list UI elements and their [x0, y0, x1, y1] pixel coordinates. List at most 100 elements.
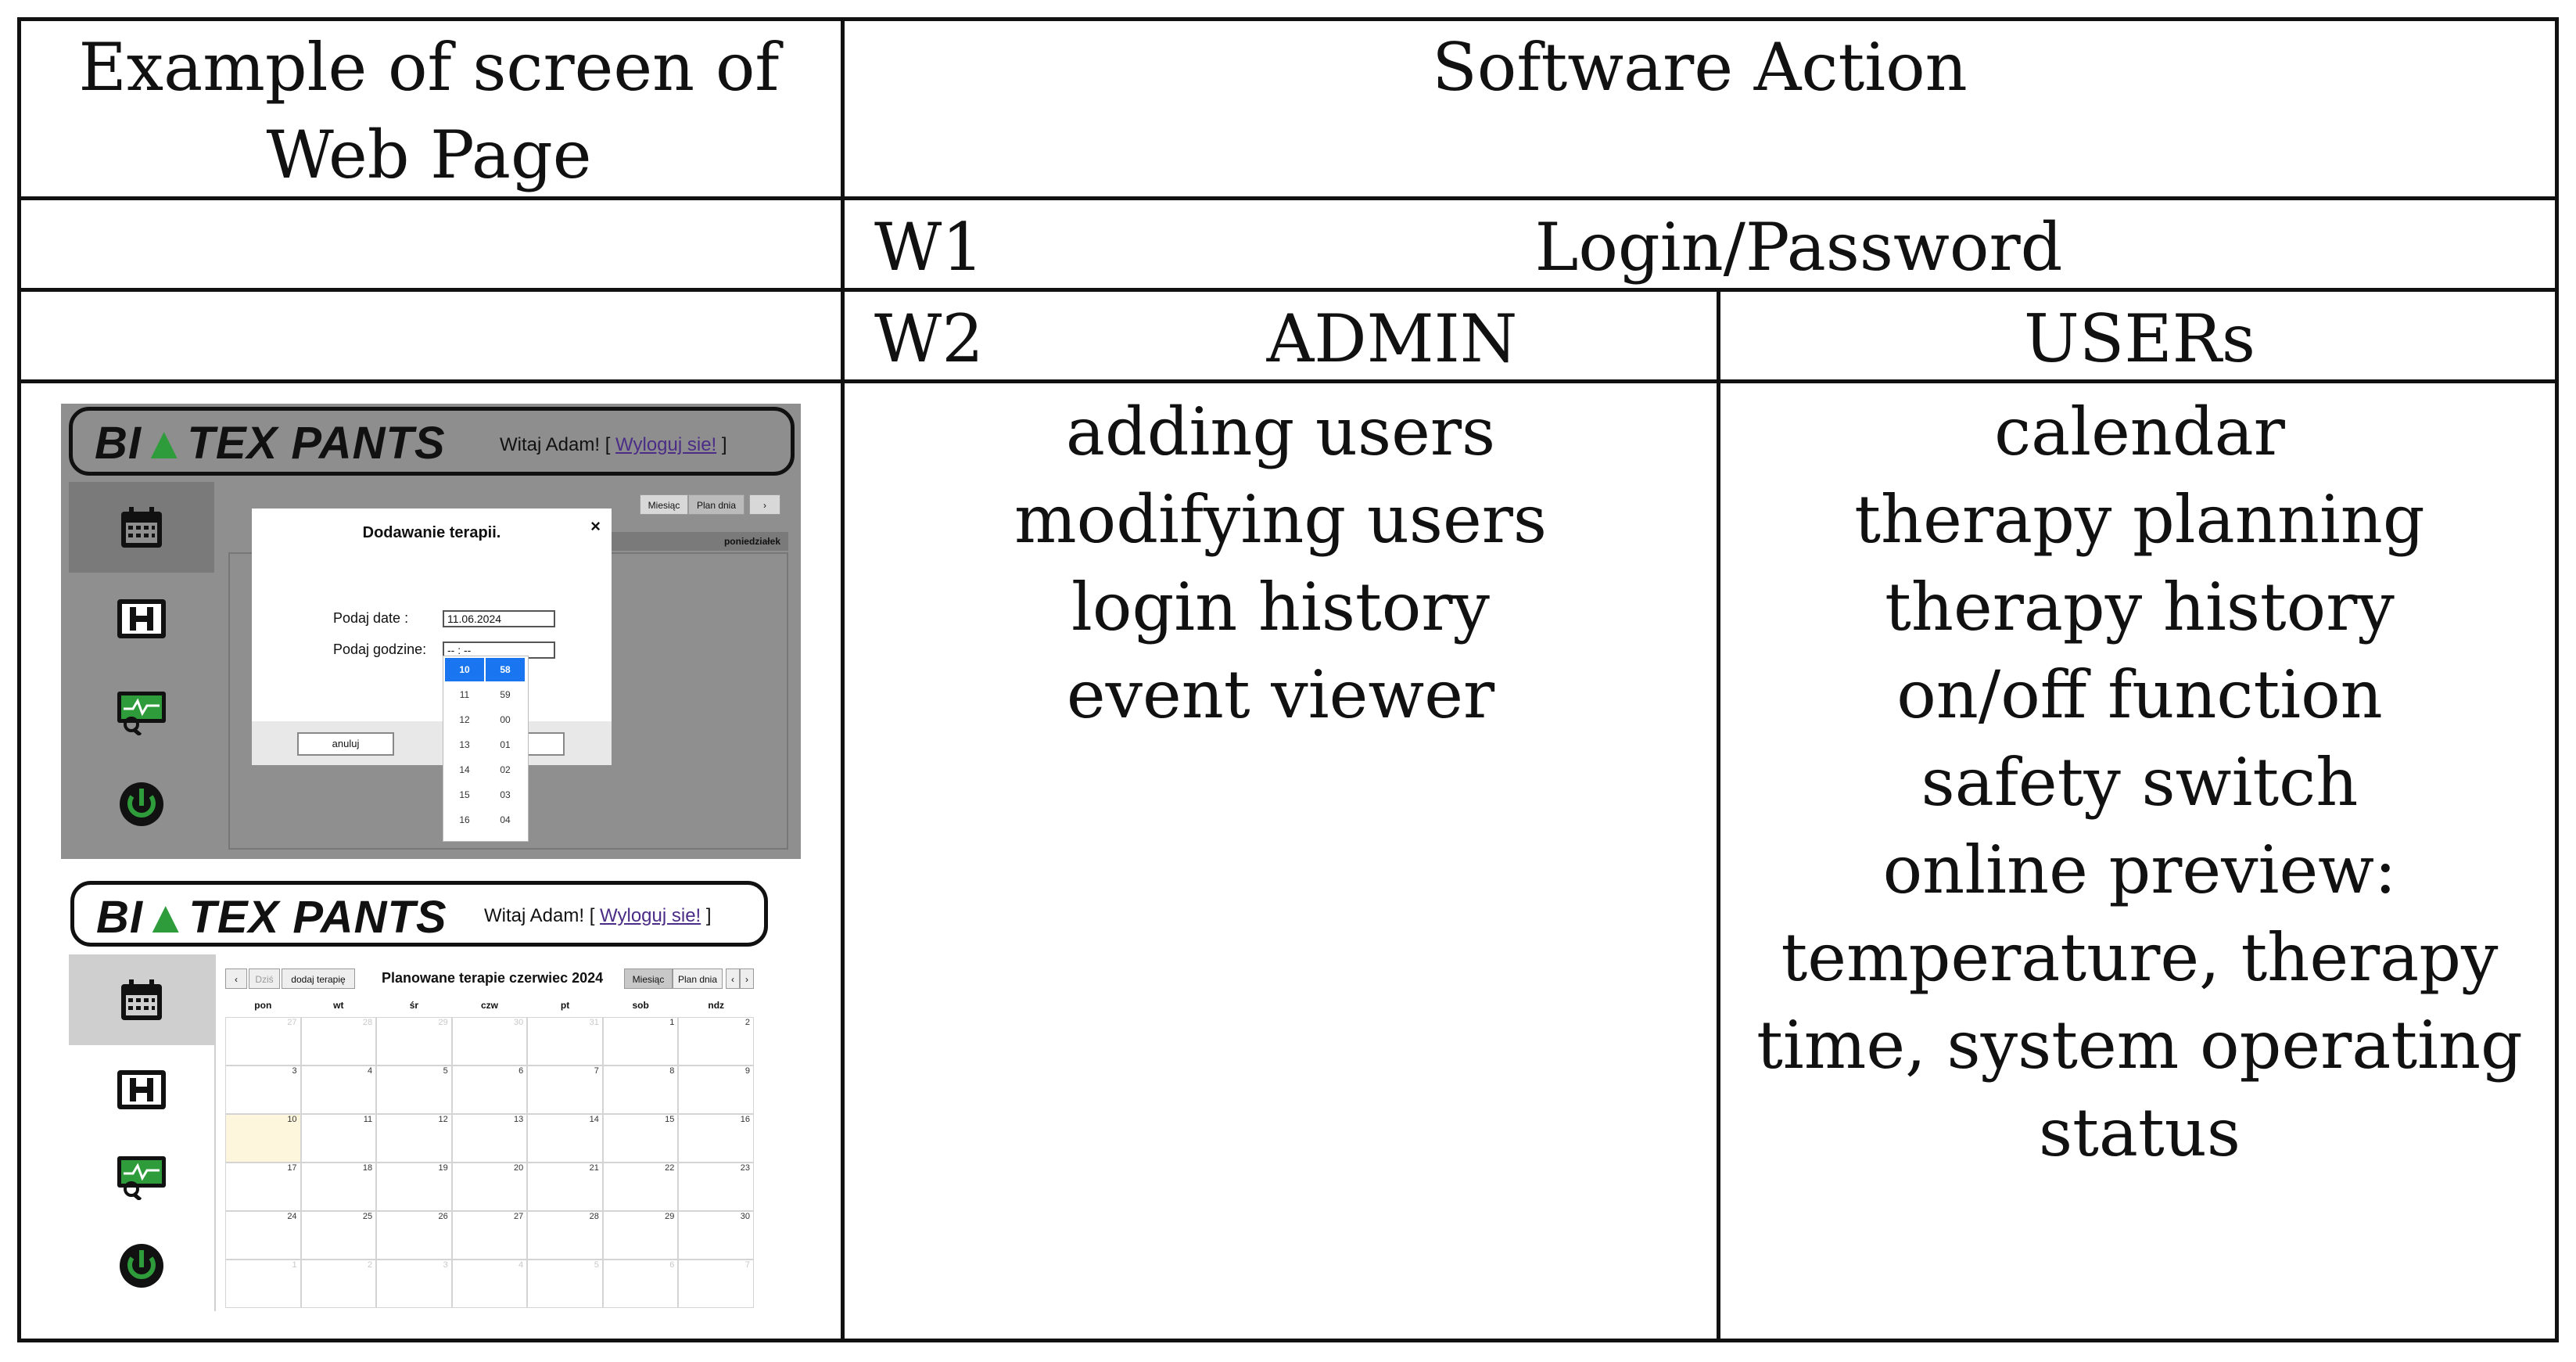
calendar-day-cell[interactable]: 8	[602, 1066, 679, 1114]
screenshot-add-therapy: BI▲TEX PANTS Witaj Adam! [ Wyloguj sie! …	[61, 404, 801, 859]
calendar-day-cell[interactable]: 3	[225, 1066, 301, 1114]
time-picker-dropdown: 10 11 12 13 14 15 16 58 59 00 01 02 03 0…	[443, 656, 529, 842]
calendar-day-cell[interactable]: 14	[527, 1114, 603, 1163]
modal-title: Dodawanie terapii.	[362, 524, 501, 541]
today-button[interactable]: Dziś	[249, 968, 280, 989]
calendar-day-cell[interactable]: 29	[602, 1211, 679, 1260]
month-view-button[interactable]: Miesiąc	[624, 968, 673, 989]
close-icon[interactable]: ×	[590, 516, 601, 536]
day-plan-button[interactable]: Plan dnia	[673, 968, 723, 989]
logout-link[interactable]: Wyloguj sie!	[615, 434, 717, 455]
greeting: Witaj Adam! [ Wyloguj sie! ]	[484, 905, 712, 926]
brand-header: BI▲TEX PANTS Witaj Adam! [ Wyloguj sie! …	[69, 407, 795, 476]
sidebar-item-history[interactable]	[69, 574, 214, 665]
table-border-top	[17, 17, 2559, 21]
picker-minute[interactable]: 00	[500, 714, 511, 725]
calendar-day-cell[interactable]: 19	[376, 1163, 452, 1211]
weekday-header: śr	[409, 1000, 419, 1011]
calendar-day-cell[interactable]: 16	[678, 1114, 754, 1163]
picker-hour[interactable]: 15	[459, 789, 470, 800]
picker-minute[interactable]: 59	[500, 689, 511, 700]
sidebar-item-monitor[interactable]	[69, 1131, 214, 1222]
picker-hour[interactable]: 14	[459, 764, 470, 775]
brand-header: BI▲TEX PANTS Witaj Adam! [ Wyloguj sie! …	[70, 881, 768, 947]
prev-button[interactable]: ‹	[225, 968, 247, 989]
day-plan-button[interactable]: Plan dnia	[688, 494, 744, 515]
calendar-day-cell[interactable]: 30	[678, 1211, 754, 1260]
header-example-line2: Web Page	[266, 117, 592, 193]
picker-minute[interactable]: 01	[500, 739, 511, 750]
cancel-button[interactable]: anuluj	[297, 732, 394, 756]
calendar-day-cell[interactable]: 22	[602, 1163, 679, 1211]
calendar-day-cell[interactable]: 24	[225, 1211, 301, 1260]
sidebar-item-power[interactable]	[69, 759, 214, 850]
add-therapy-button[interactable]: dodaj terapię	[282, 968, 355, 989]
calendar-day-cell[interactable]: 15	[602, 1114, 679, 1163]
sidebar-item-calendar[interactable]	[69, 954, 214, 1045]
admin-actions-list: adding users modifying users login histo…	[845, 388, 1717, 738]
calendar-day-cell[interactable]: 20	[451, 1163, 528, 1211]
calendar-day-cell[interactable]: 6	[451, 1066, 528, 1114]
calendar-day-cell[interactable]: 12	[376, 1114, 452, 1163]
calendar-day-cell[interactable]: 27	[451, 1211, 528, 1260]
calendar-day-cell[interactable]: 5	[376, 1066, 452, 1114]
sidebar-item-power[interactable]	[69, 1220, 214, 1311]
table-rule-1	[17, 196, 2559, 200]
date-field[interactable]: 11.06.2024	[443, 610, 555, 627]
calendar-icon	[121, 507, 162, 548]
calendar-day-cell[interactable]: 17	[225, 1163, 301, 1211]
calendar-day-cell[interactable]: 9	[678, 1066, 754, 1114]
calendar-day-cell[interactable]: 3	[376, 1260, 452, 1308]
calendar-day-cell[interactable]: 26	[376, 1211, 452, 1260]
calendar-day-cell[interactable]: 28	[300, 1017, 377, 1066]
calendar-day-cell[interactable]: 6	[602, 1260, 679, 1308]
calendar-day-cell[interactable]: 4	[451, 1260, 528, 1308]
month-view-button[interactable]: Miesiąc	[640, 494, 688, 515]
calendar-day-cell[interactable]: 31	[527, 1017, 603, 1066]
calendar-day-cell[interactable]: 2	[678, 1017, 754, 1066]
next-button[interactable]: ›	[749, 494, 780, 515]
picker-minute[interactable]: 58	[486, 658, 525, 681]
calendar-day-cell[interactable]: 30	[451, 1017, 528, 1066]
picker-hour[interactable]: 16	[459, 814, 470, 825]
picker-hour[interactable]: 10	[445, 658, 484, 681]
row-w1-label: Login/Password	[1534, 209, 2063, 286]
header-software-action: Software Action	[1432, 29, 1968, 106]
picker-minute[interactable]: 03	[500, 789, 511, 800]
brand-logo: BI▲TEX PANTS	[95, 418, 446, 469]
calendar-day-cell[interactable]: 11	[300, 1114, 377, 1163]
calendar-day-cell[interactable]: 29	[376, 1017, 452, 1066]
calendar-day-cell[interactable]: 1	[225, 1260, 301, 1308]
picker-minute[interactable]: 04	[500, 814, 511, 825]
picker-minute[interactable]: 02	[500, 764, 511, 775]
next-view-button[interactable]: ›	[740, 968, 754, 989]
picker-hour[interactable]: 11	[459, 689, 470, 700]
calendar-day-cell[interactable]: 21	[527, 1163, 603, 1211]
sidebar-item-monitor[interactable]	[69, 667, 214, 757]
calendar-day-cell[interactable]: 27	[225, 1017, 301, 1066]
picker-hour[interactable]: 13	[459, 739, 470, 750]
calendar-day-cell[interactable]: 7	[678, 1260, 754, 1308]
calendar-day-cell[interactable]: 7	[527, 1066, 603, 1114]
sidebar-item-calendar[interactable]	[69, 482, 214, 573]
picker-hour[interactable]: 12	[459, 714, 470, 725]
table-rule-2	[17, 288, 2559, 292]
calendar-day-cell[interactable]: 4	[300, 1066, 377, 1114]
calendar-day-cell[interactable]: 28	[527, 1211, 603, 1260]
calendar-day-cell[interactable]: 18	[300, 1163, 377, 1211]
prev-view-button[interactable]: ‹	[726, 968, 740, 989]
calendar-day-cell[interactable]: 2	[300, 1260, 377, 1308]
calendar-day-cell[interactable]: 5	[527, 1260, 603, 1308]
calendar-day-cell[interactable]: 25	[300, 1211, 377, 1260]
calendar-day-cell[interactable]: 13	[451, 1114, 528, 1163]
greeting: Witaj Adam! [ Wyloguj sie! ]	[500, 434, 727, 455]
calendar-day-cell[interactable]: 23	[678, 1163, 754, 1211]
user-action-item: safety switch	[1921, 744, 2359, 821]
modal-footer: anuluj	[252, 721, 612, 765]
logout-link[interactable]: Wyloguj sie!	[600, 905, 701, 926]
calendar-day-cell[interactable]: 1	[602, 1017, 679, 1066]
sidebar-item-history[interactable]	[69, 1045, 214, 1136]
user-actions-list: calendar therapy planning therapy histor…	[1720, 388, 2559, 1177]
calendar-day-cell[interactable]: 10	[225, 1114, 301, 1163]
